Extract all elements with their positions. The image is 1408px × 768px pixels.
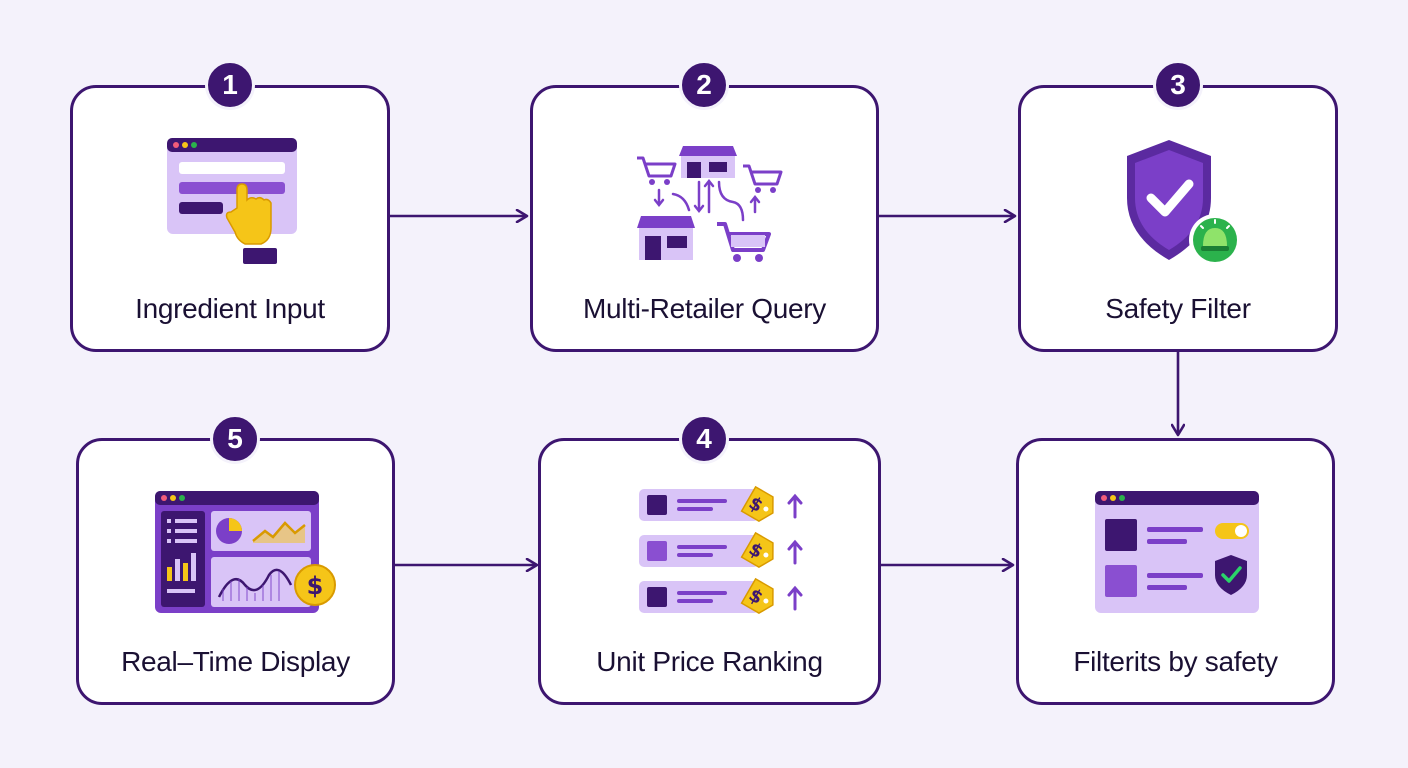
step-badge-1: 1 <box>205 60 255 110</box>
step-card-multi-retailer-query: Multi-Retailer Query <box>530 85 879 352</box>
step-card-ingredient-input: Ingredient Input <box>70 85 390 352</box>
step-card-safety-filter: Safety Filter <box>1018 85 1338 352</box>
step-card-real-time-display: $ Real–Time Display <box>76 438 395 705</box>
step-badge-3: 3 <box>1153 60 1203 110</box>
shield-check-icon <box>1127 140 1241 266</box>
step-label: Unit Price Ranking <box>596 646 823 677</box>
step-card-unit-price-ranking: $ $ <box>538 438 881 705</box>
step-card-filter-by-safety: Filterits by safety <box>1016 438 1335 705</box>
step-label: Multi-Retailer Query <box>583 293 826 324</box>
step-label: Filterits by safety <box>1073 646 1278 677</box>
price-list-icon: $ $ <box>639 485 803 614</box>
step-badge-2: 2 <box>679 60 729 110</box>
form-input-icon <box>167 138 297 264</box>
step-label: Ingredient Input <box>135 293 325 324</box>
step-badge-5: 5 <box>210 414 260 464</box>
retailer-network-icon <box>637 146 783 262</box>
step-label: Real–Time Display <box>121 646 350 677</box>
filtered-window-icon <box>1095 491 1259 613</box>
step-label: Safety Filter <box>1105 293 1251 324</box>
svg-text:$: $ <box>307 572 324 600</box>
step-badge-4: 4 <box>679 414 729 464</box>
dashboard-icon: $ <box>155 491 336 613</box>
